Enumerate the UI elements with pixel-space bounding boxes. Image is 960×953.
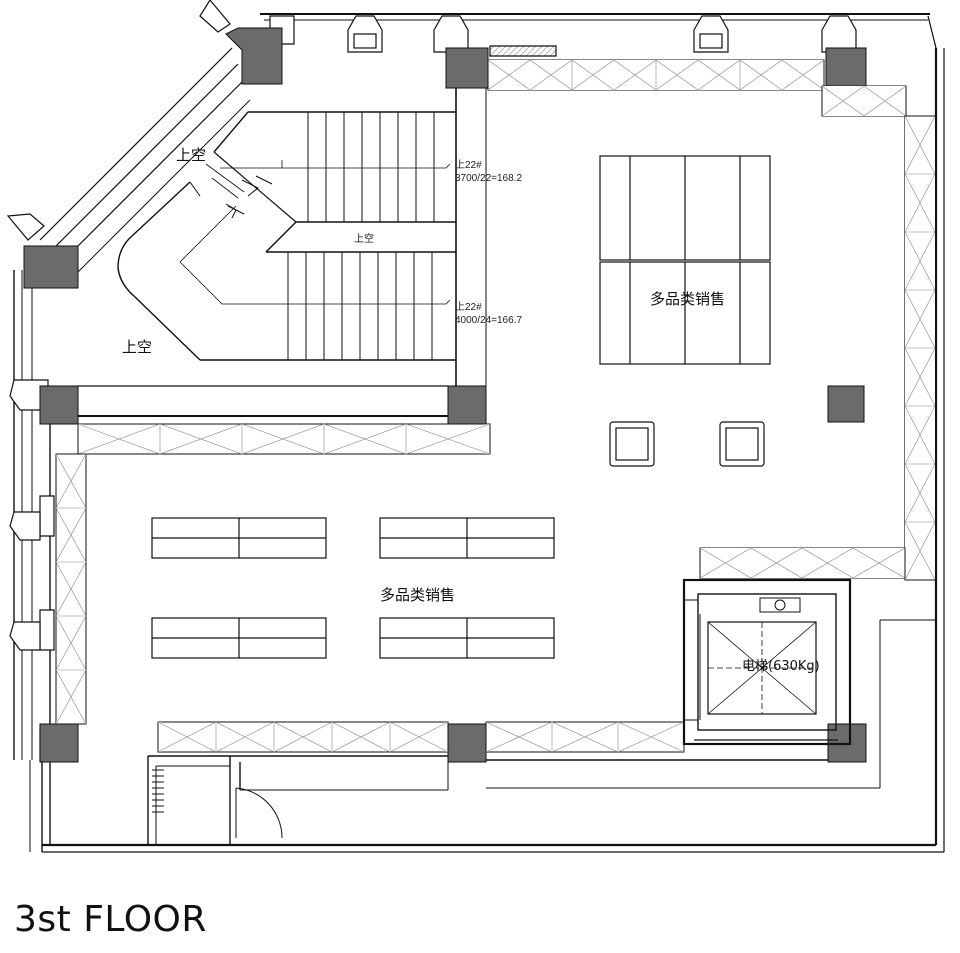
- top-window-bays: [269, 15, 857, 57]
- plan-labels: 上空 上空 上空 多品类销售 多品类销售 电梯(630Kg) 上22# 3700…: [122, 146, 820, 674]
- display-table-cluster-upper: [599, 155, 771, 365]
- sales-area-label-lower: 多品类销售: [380, 586, 455, 604]
- display-stands: [609, 421, 765, 467]
- staircase: [117, 111, 456, 361]
- elevator-label: 电梯(630Kg): [742, 659, 820, 674]
- radiator-coil: [152, 769, 164, 813]
- stair-note-lower-calc: 4000/24=166.7: [455, 315, 522, 326]
- void-label-upper: 上空: [176, 146, 206, 164]
- void-label-lower: 上空: [122, 338, 152, 356]
- sales-area-label-upper: 多品类销售: [650, 290, 725, 308]
- display-table-cluster-lower: [151, 517, 555, 659]
- beam-strips: [55, 59, 936, 753]
- entrance-door: [235, 787, 283, 839]
- floor-title: 3st FLOOR: [14, 899, 207, 940]
- elevator-shaft: [682, 578, 852, 746]
- stair-note-lower-count: 上22#: [455, 301, 482, 313]
- stair-landing-label: 上空: [354, 232, 374, 245]
- stair-note-upper-count: 上22#: [455, 159, 482, 171]
- stair-note-upper-calc: 3700/22=168.2: [455, 173, 522, 184]
